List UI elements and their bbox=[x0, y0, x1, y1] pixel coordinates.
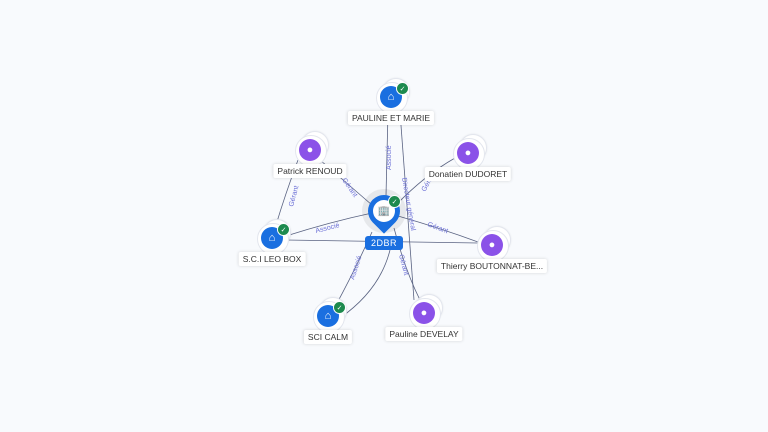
edge-pauline-et-marie-directeur bbox=[399, 111, 415, 301]
edge-label: Gérant bbox=[288, 185, 300, 208]
edge-label: Associé bbox=[349, 255, 363, 281]
node-label: Donatien DUDORET bbox=[424, 167, 512, 181]
verified-check-icon: ✓ bbox=[396, 82, 409, 95]
verified-check-icon: ✓ bbox=[333, 301, 346, 314]
verified-check-icon: ✓ bbox=[277, 223, 290, 236]
edge-label: Gérant bbox=[340, 177, 358, 199]
edge-leo-box-associe bbox=[285, 212, 373, 237]
node-label: Patrick RENOUD bbox=[273, 164, 347, 178]
node-label: Pauline DEVELAY bbox=[385, 327, 463, 341]
edge-pauline-et-marie-associe bbox=[385, 111, 389, 197]
person-icon: ● bbox=[413, 302, 435, 324]
node-label: S.C.I LEO BOX bbox=[238, 252, 306, 266]
edge-label: Associé bbox=[315, 222, 341, 235]
node-label: 2DBR bbox=[364, 236, 404, 250]
edge-sci-calm-2dbr bbox=[339, 249, 391, 319]
node-label: Thierry BOUTONNAT-BE... bbox=[436, 259, 548, 273]
person-icon: ● bbox=[299, 139, 321, 161]
node-label: SCI CALM bbox=[303, 330, 353, 344]
edge-label: Gérant bbox=[397, 254, 409, 277]
person-icon: ● bbox=[481, 234, 503, 256]
edge-label: Gérant bbox=[426, 221, 449, 235]
person-icon: ● bbox=[457, 142, 479, 164]
edge-pauline-develay-2dbr bbox=[393, 227, 421, 301]
edge-thierry-2dbr bbox=[397, 215, 479, 243]
verified-check-icon: ✓ bbox=[388, 195, 401, 208]
edge-label: Associé bbox=[386, 145, 393, 170]
node-label: PAULINE ET MARIE bbox=[347, 111, 435, 125]
